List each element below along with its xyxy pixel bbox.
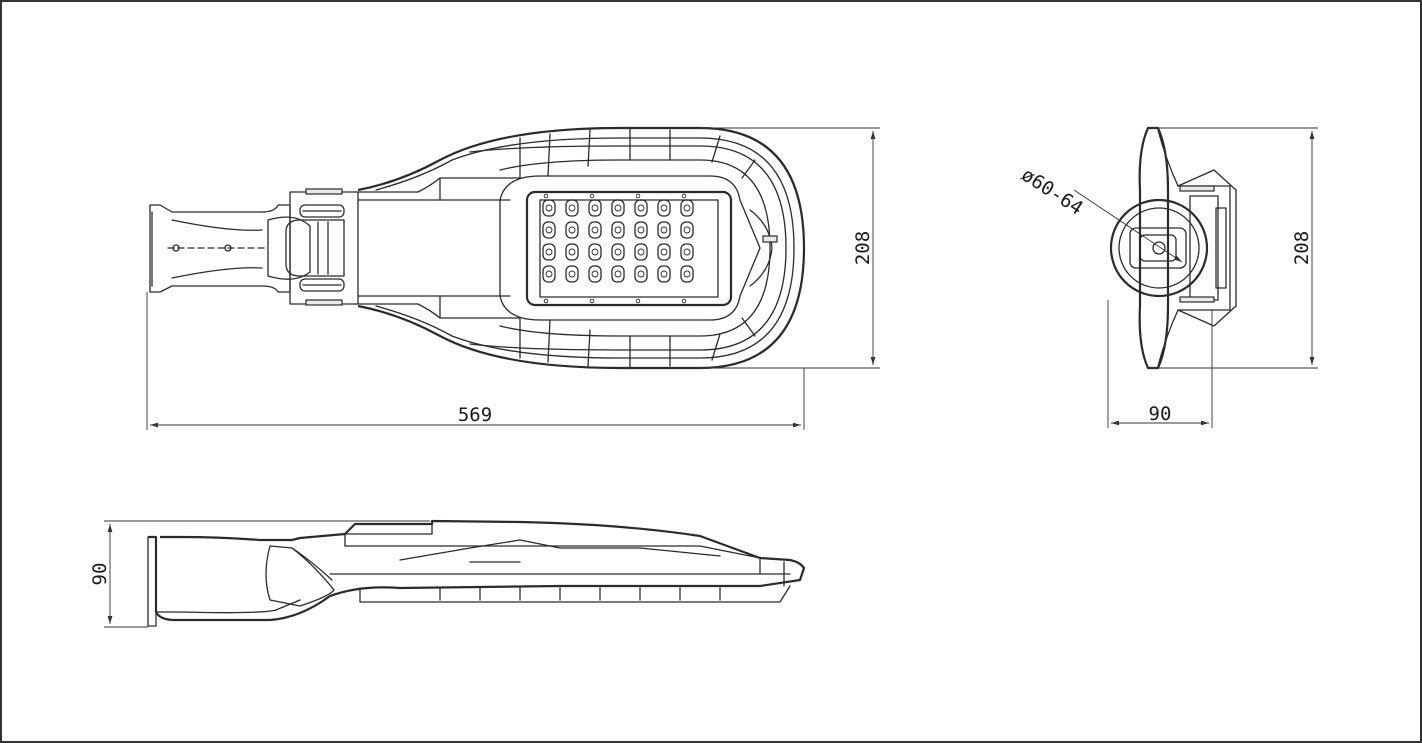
led-lens	[565, 265, 579, 283]
led-lens	[680, 199, 694, 217]
end-height-label: 208	[1291, 231, 1313, 265]
led-chip	[614, 226, 622, 234]
led-chip	[545, 248, 553, 256]
led-chip	[637, 204, 645, 212]
led-chip	[637, 270, 645, 278]
led-lens	[657, 221, 671, 239]
led-array	[542, 199, 694, 283]
led-chip	[683, 226, 691, 234]
led-chip	[660, 226, 668, 234]
led-chip	[637, 248, 645, 256]
led-chip	[637, 226, 645, 234]
led-lens	[588, 221, 602, 239]
end-depth-label: 90	[1149, 403, 1172, 425]
dim-90-end: 90	[1107, 300, 1213, 428]
led-lens	[657, 243, 671, 261]
led-lens	[611, 265, 625, 283]
led-lens	[588, 199, 602, 217]
led-lens	[542, 243, 556, 261]
led-lens	[611, 221, 625, 239]
dim-90-side: 90	[89, 520, 430, 628]
side-fins	[439, 587, 721, 601]
led-chip	[568, 248, 576, 256]
housing-outline	[357, 126, 806, 370]
led-lens	[680, 243, 694, 261]
led-chip	[614, 248, 622, 256]
clamp-bolts-top	[305, 188, 343, 306]
led-lens	[542, 265, 556, 283]
led-lens	[680, 221, 694, 239]
led-lens	[588, 265, 602, 283]
pole-bore	[1109, 198, 1209, 298]
led-lens	[542, 221, 556, 239]
led-lens	[634, 199, 648, 217]
led-chip	[591, 204, 599, 212]
led-chip	[568, 226, 576, 234]
led-chip	[545, 270, 553, 278]
led-lens	[565, 199, 579, 217]
end-view	[1109, 126, 1237, 370]
led-lens	[588, 243, 602, 261]
led-chip	[591, 270, 599, 278]
dim-208-end: 208	[1150, 127, 1318, 369]
led-lens	[565, 243, 579, 261]
led-chip	[683, 270, 691, 278]
dim-pole-diameter: ø60-64	[1017, 164, 1183, 263]
led-lens	[680, 265, 694, 283]
led-lens	[565, 221, 579, 239]
dim-width-label: 208	[852, 231, 874, 265]
led-chip	[545, 204, 553, 212]
led-chip	[660, 204, 668, 212]
led-chip	[683, 248, 691, 256]
led-chip	[660, 270, 668, 278]
led-lens	[611, 199, 625, 217]
led-module-frame	[525, 190, 733, 307]
led-lens	[634, 221, 648, 239]
top-view	[149, 126, 806, 370]
led-lens	[542, 199, 556, 217]
led-lens	[634, 265, 648, 283]
side-view	[147, 519, 806, 627]
led-chip	[660, 248, 668, 256]
led-lens	[634, 243, 648, 261]
led-chip	[591, 248, 599, 256]
led-lens	[611, 243, 625, 261]
led-chip	[545, 226, 553, 234]
led-chip	[568, 204, 576, 212]
led-chip	[591, 226, 599, 234]
housing-ribs	[519, 127, 756, 369]
led-chip	[683, 204, 691, 212]
led-lens	[657, 265, 671, 283]
dim-208-top: 208	[700, 127, 880, 369]
dim-length-label: 569	[458, 404, 492, 426]
side-height-label: 90	[89, 563, 111, 586]
led-chip	[568, 270, 576, 278]
led-lens	[657, 199, 671, 217]
led-chip	[614, 204, 622, 212]
led-chip	[614, 270, 622, 278]
dim-569: 569	[146, 292, 805, 430]
